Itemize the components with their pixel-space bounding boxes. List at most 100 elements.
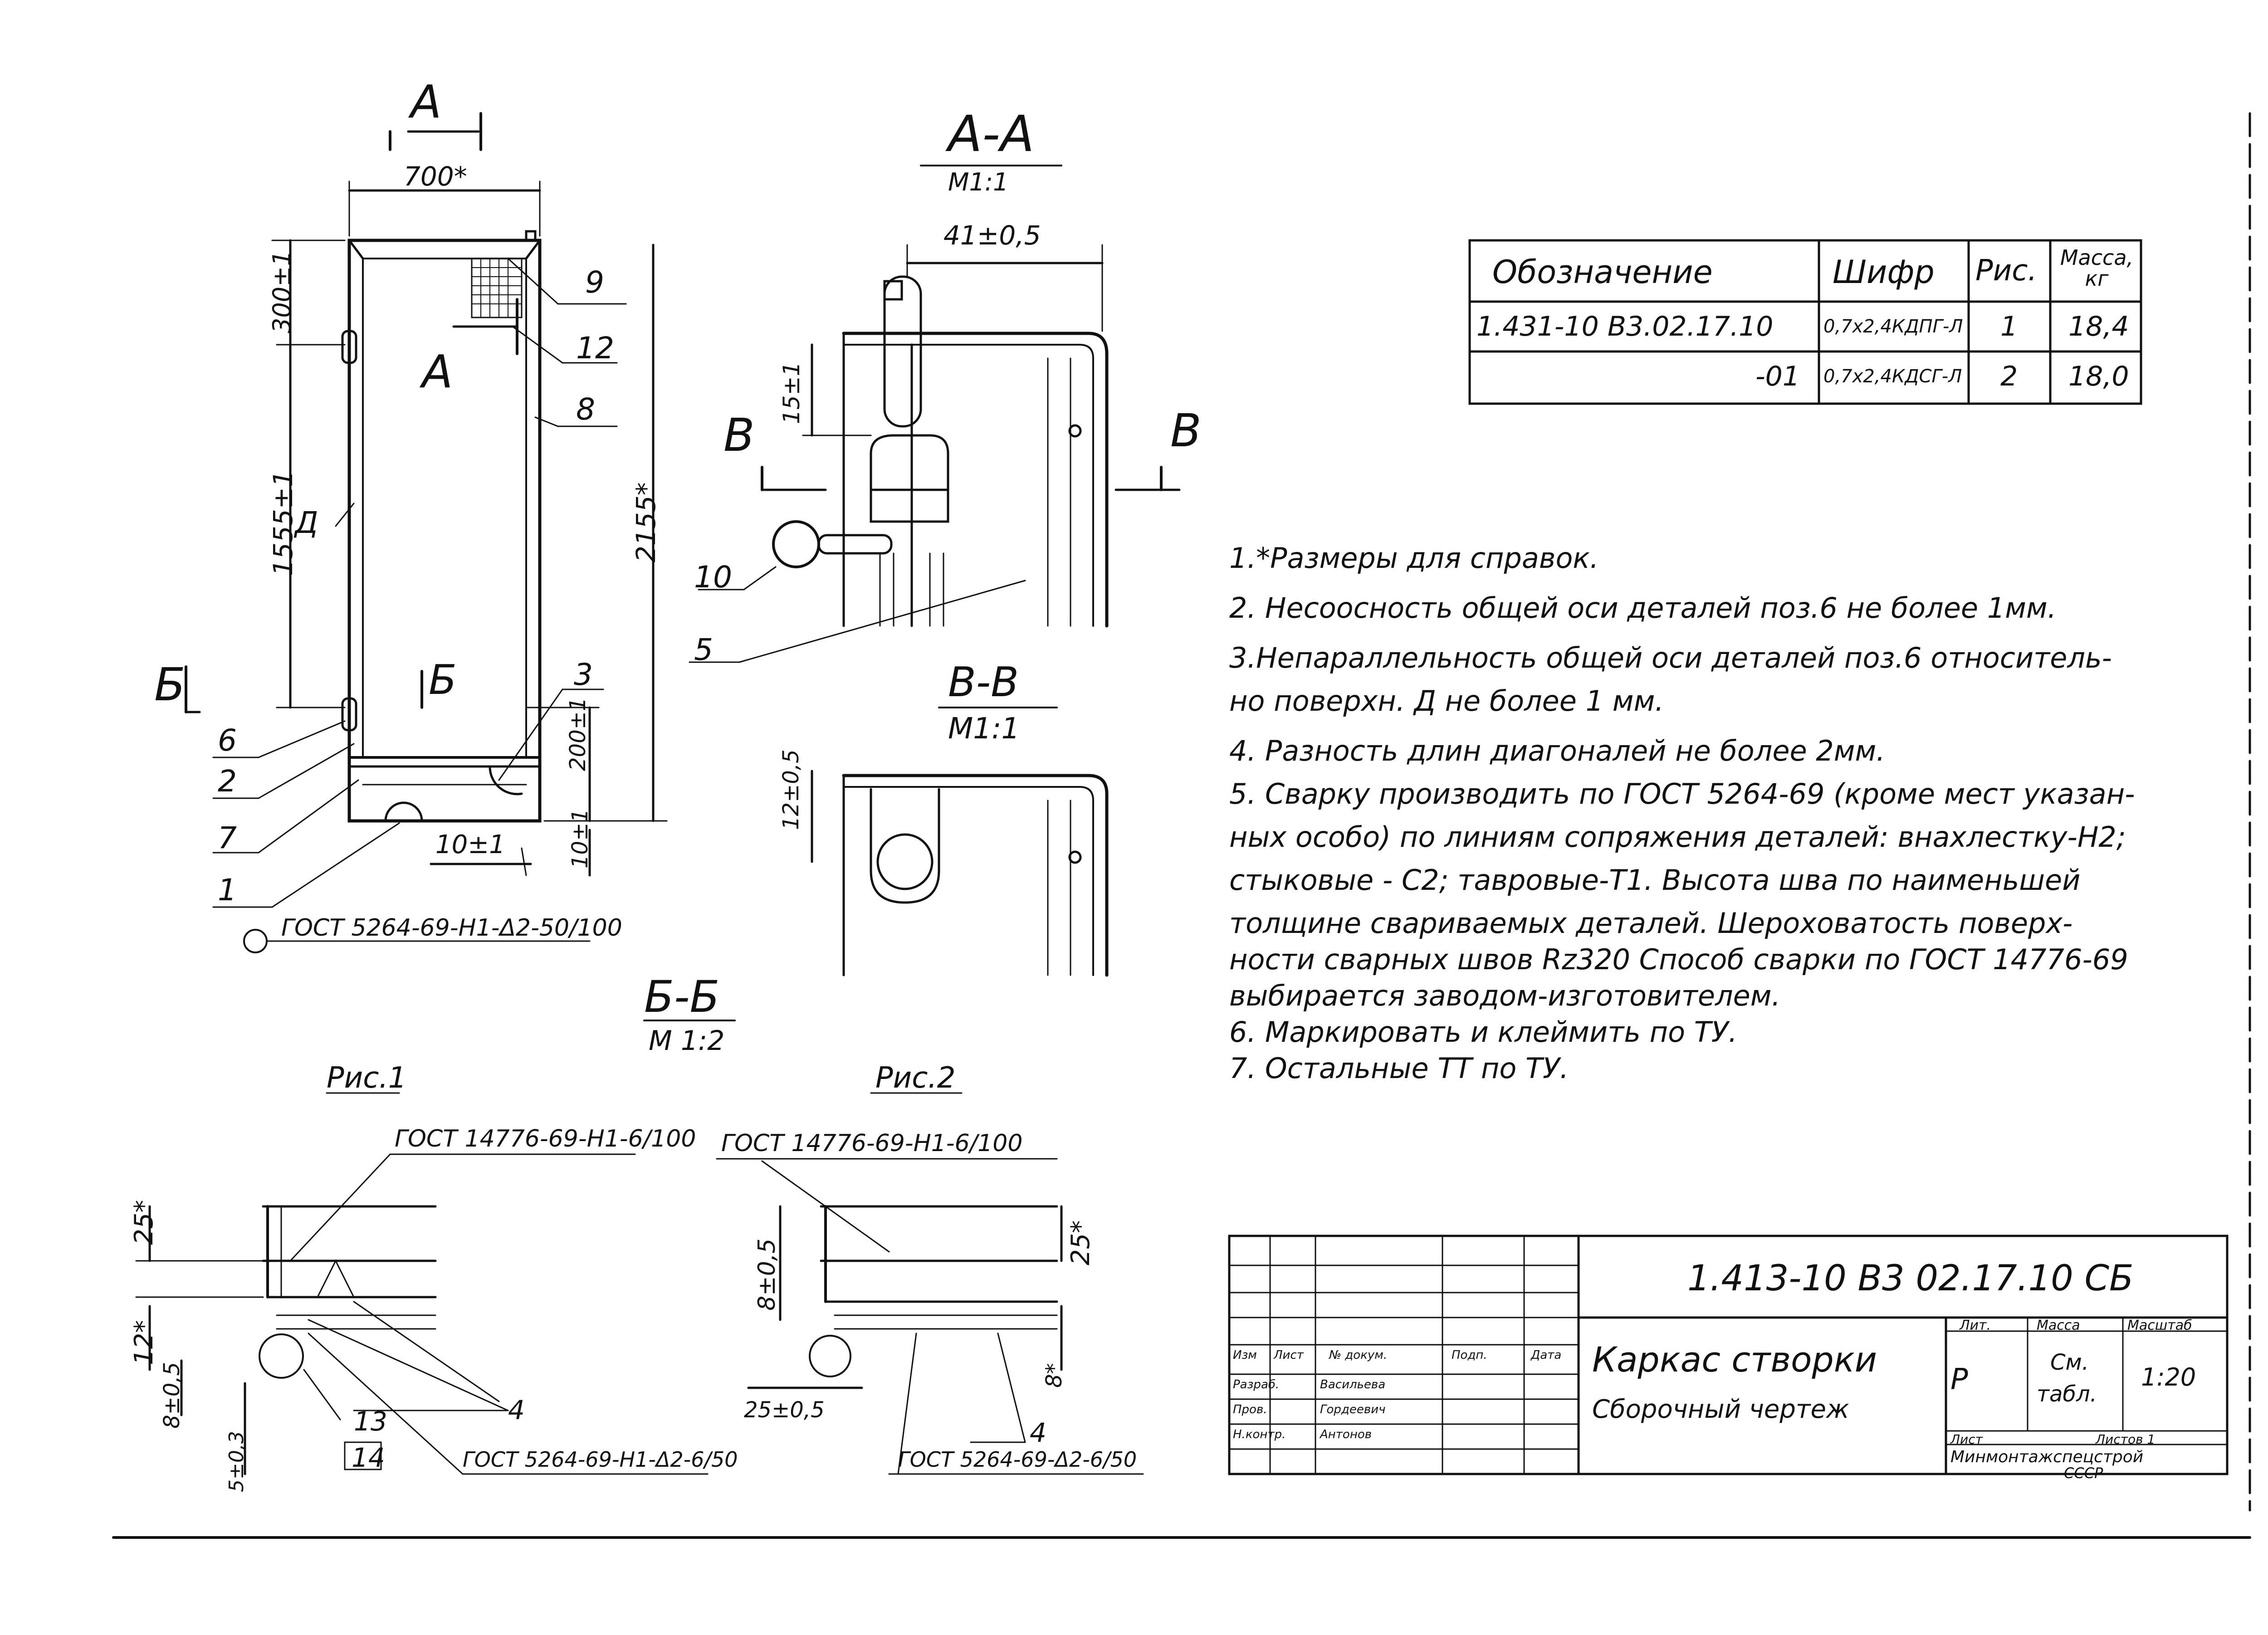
stamp-row-normcontrol-role: Н.контр. (1233, 1428, 1286, 1441)
dim-12-bb: 12±0,5 (778, 749, 804, 830)
note-line-3: 3.Непараллельность общей оси деталей поз… (1229, 641, 2112, 674)
title-col-scale: Масштаб (2127, 1318, 2192, 1333)
pos-5: 5 (694, 632, 713, 667)
fig1-title: Рис.1 (327, 1061, 407, 1095)
stamp-header-date: Дата (1531, 1348, 1562, 1362)
section-mark-v-left: В (723, 409, 755, 462)
fig1-dim-12: 12* (129, 1320, 159, 1365)
dim-width-700: 700* (404, 161, 467, 192)
note-line-13: 7. Остальные ТТ по ТУ. (1229, 1052, 1569, 1085)
title-scale-value: 1:20 (2141, 1363, 2196, 1391)
note-line-7: ных особо) по линиям сопряжения деталей:… (1229, 820, 2126, 854)
fig2-weld-note-top: ГОСТ 14776-69-Н1-6/100 (721, 1130, 1023, 1157)
fig1-dim-5: 5±0,3 (225, 1431, 248, 1492)
section-mark-b-left: Б (154, 658, 186, 711)
section-mark-b-center: Б (429, 656, 457, 704)
stamp-header-doc-no: № докум. (1329, 1348, 1388, 1362)
spec-header-code: Шифр (1833, 254, 1935, 291)
pos-1: 1 (218, 873, 237, 908)
note-line-12: 6. Маркировать и клеймить по ТУ. (1229, 1015, 1738, 1049)
fig2-dim-8a: 8±0,5 (753, 1238, 781, 1311)
section-b-b-title: Б-Б (644, 971, 720, 1022)
title-block-grid (1228, 1235, 2229, 1475)
note-line-5: 4. Разность длин диагоналей не более 2мм… (1229, 734, 1886, 767)
stamp-row-checker-name: Гордеевич (1320, 1403, 1386, 1416)
spec-row2-code: 0,7х2,4КДСГ-Л (1823, 366, 1962, 387)
spec-row2-mass: 18,0 (2068, 361, 2129, 392)
pos-10: 10 (694, 560, 732, 595)
fig2-dim-25: 25* (1066, 1220, 1095, 1265)
spec-row1-mass: 18,4 (2068, 311, 2129, 342)
spec-row2-fig: 2 (2000, 361, 2018, 392)
stamp-row-developer-role: Разраб. (1233, 1378, 1280, 1391)
spec-table-grid (1468, 239, 2142, 405)
title-col-lit: Лит. (1960, 1318, 1991, 1333)
fig2-linework (716, 1092, 1144, 1475)
dim-300: 300±1 (268, 250, 296, 333)
fig2-dim-25b: 25±0,5 (744, 1397, 825, 1423)
pos-12: 12 (576, 331, 614, 366)
pos-8: 8 (576, 392, 595, 427)
title-mass-value-2: табл. (2037, 1381, 2097, 1407)
fig2-dim-8b: 8* (1041, 1363, 1067, 1388)
section-bb-title: В-В (948, 659, 1019, 706)
section-aa-scale: М1:1 (948, 168, 1009, 196)
spec-header-mass: Масса, кг (2060, 245, 2134, 291)
dim-41: 41±0,5 (943, 220, 1041, 251)
section-b-b-scale: М 1:2 (649, 1025, 725, 1057)
note-line-2: 2. Несоосность общей оси деталей поз.6 н… (1229, 591, 2057, 625)
main-view (185, 112, 668, 953)
dim-10-horizontal: 10±1 (435, 830, 505, 859)
stamp-header-sign: Подп. (1452, 1348, 1487, 1362)
section-aa-title: А-А (948, 105, 1035, 163)
pos-6: 6 (218, 723, 237, 758)
title-sheet-label: Лист (1950, 1432, 1983, 1447)
fig1-weld-note-bottom: ГОСТ 5264-69-Н1-Δ2-6/50 (463, 1447, 738, 1472)
pos-9: 9 (585, 265, 604, 300)
title-name-line1: Каркас створки (1592, 1339, 1877, 1380)
title-col-mass: Масса (2037, 1318, 2080, 1333)
fig1-dim-8: 8±0,5 (159, 1362, 185, 1429)
section-mark-a-mid: А (422, 345, 453, 398)
note-line-11: выбирается заводом-изготовителем. (1229, 979, 1781, 1012)
stamp-row-normcontrol-name: Антонов (1320, 1428, 1372, 1441)
stamp-row-developer-name: Васильева (1320, 1378, 1386, 1391)
section-mark-v-right: В (1170, 404, 1202, 457)
section-bb-scale: М1:1 (948, 712, 1020, 746)
spec-row1-fig: 1 (2000, 311, 2018, 342)
pos-7: 7 (218, 820, 237, 855)
pos-3: 3 (574, 657, 593, 692)
dim-10-vertical: 10±1 (567, 809, 593, 869)
title-sheets-label: Листов 1 (2096, 1432, 2156, 1447)
note-line-4: но поверхн. Д не более 1 мм. (1229, 684, 1664, 717)
surface-label-d: Д (295, 505, 318, 540)
fig1-dim-25: 25* (129, 1200, 159, 1245)
dim-1555: 1555±1 (268, 470, 298, 576)
section-bb-linework (811, 707, 1109, 977)
dim-height-2155: 2155* (631, 482, 661, 562)
note-line-9: толщине свариваемых деталей. Шероховатос… (1229, 907, 2073, 940)
weld-note-main: ГОСТ 5264-69-Н1-Δ2-50/100 (281, 914, 622, 942)
fig1-weld-note-top: ГОСТ 14776-69-Н1-6/100 (395, 1125, 696, 1152)
section-mark-a-top: А (411, 75, 442, 128)
dim-15: 15±1 (778, 361, 805, 424)
spec-row2-designation: -01 (1755, 361, 1800, 392)
stamp-row-checker-role: Пров. (1233, 1403, 1267, 1416)
title-org-line1: Минмонтажспецстрой (1950, 1448, 2144, 1466)
section-aa-linework (689, 165, 1181, 663)
note-line-8: стыковые - С2; тавровые-Т1. Высота шва п… (1229, 864, 2081, 897)
fig2-pos-4: 4 (1030, 1417, 1046, 1448)
note-line-6: 5. Сварку производить по ГОСТ 5264-69 (к… (1229, 777, 2135, 810)
title-doc-code: 1.413-10 В3 02.17.10 СБ (1687, 1258, 2134, 1299)
note-line-10: ности сварных швов Rz320 Способ сварки п… (1229, 943, 2128, 976)
fig2-title: Рис.2 (875, 1061, 956, 1095)
fig1-pos-13: 13 (354, 1406, 387, 1437)
title-lit-value: Р (1950, 1363, 1968, 1396)
title-org-line2: СССР (2064, 1464, 2103, 1482)
fig1-pos-4: 4 (508, 1395, 525, 1425)
spec-row1-designation: 1.431-10 В3.02.17.10 (1476, 311, 1774, 342)
fig1-pos-14: 14 (352, 1442, 385, 1473)
stamp-header-sheet: Лист (1274, 1348, 1304, 1362)
